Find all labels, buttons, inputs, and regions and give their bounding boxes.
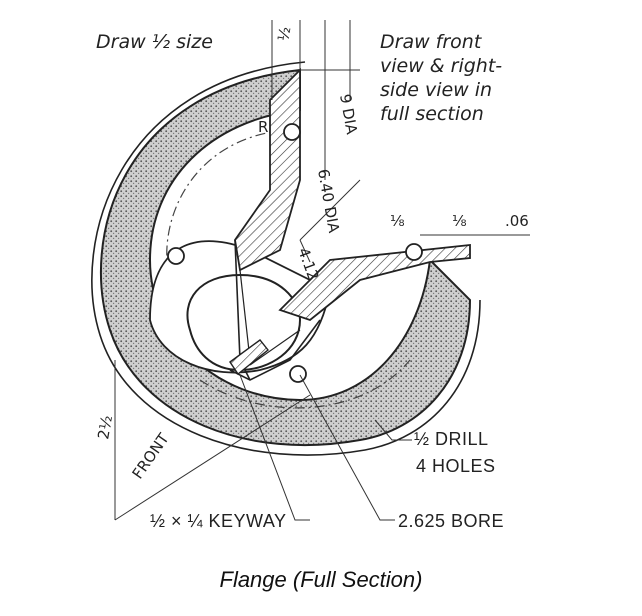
front-label: FRONT	[129, 429, 174, 482]
instruction-line-1: Draw front	[380, 31, 483, 53]
dim-outer-dia: 9 DIA	[336, 93, 361, 137]
scale-note: Draw ½ size	[96, 31, 213, 53]
cut-section-horizontal	[229, 243, 471, 381]
dim-radius: R	[258, 118, 268, 136]
flange-outer-rim	[91, 61, 481, 456]
instruction-line-4: full section	[380, 103, 484, 125]
instruction-line-2: view & right-	[380, 55, 502, 77]
figure-caption: Flange (Full Section)	[219, 567, 423, 592]
cut-section-vertical	[234, 67, 301, 381]
bore	[186, 273, 302, 372]
flange-section-drawing: Draw ½ size Draw front view & right- sid…	[91, 20, 530, 531]
drill-hole	[167, 247, 185, 265]
keyway-callout: ½ × ¼ KEYWAY	[150, 511, 287, 531]
dim-fillet-2: ⅛	[452, 212, 467, 230]
drill-holes	[167, 123, 423, 383]
drill-hole	[289, 365, 307, 383]
dim-chamfer: .06	[505, 212, 529, 230]
dim-hub-length: 2½	[94, 414, 116, 441]
drill-hole	[405, 243, 423, 261]
dim-flange-thickness: ½	[274, 25, 294, 42]
instruction-line-3: side view in	[380, 79, 492, 101]
dimension-lines	[114, 20, 530, 521]
drill-callout-line-1: ½ DRILL	[414, 429, 489, 449]
drill-callout-line-2: 4 HOLES	[416, 456, 496, 476]
bore-callout: 2.625 BORE	[398, 511, 504, 531]
drill-hole	[283, 123, 301, 141]
keyway	[229, 339, 269, 376]
dim-fillet-1: ⅛	[390, 212, 405, 230]
